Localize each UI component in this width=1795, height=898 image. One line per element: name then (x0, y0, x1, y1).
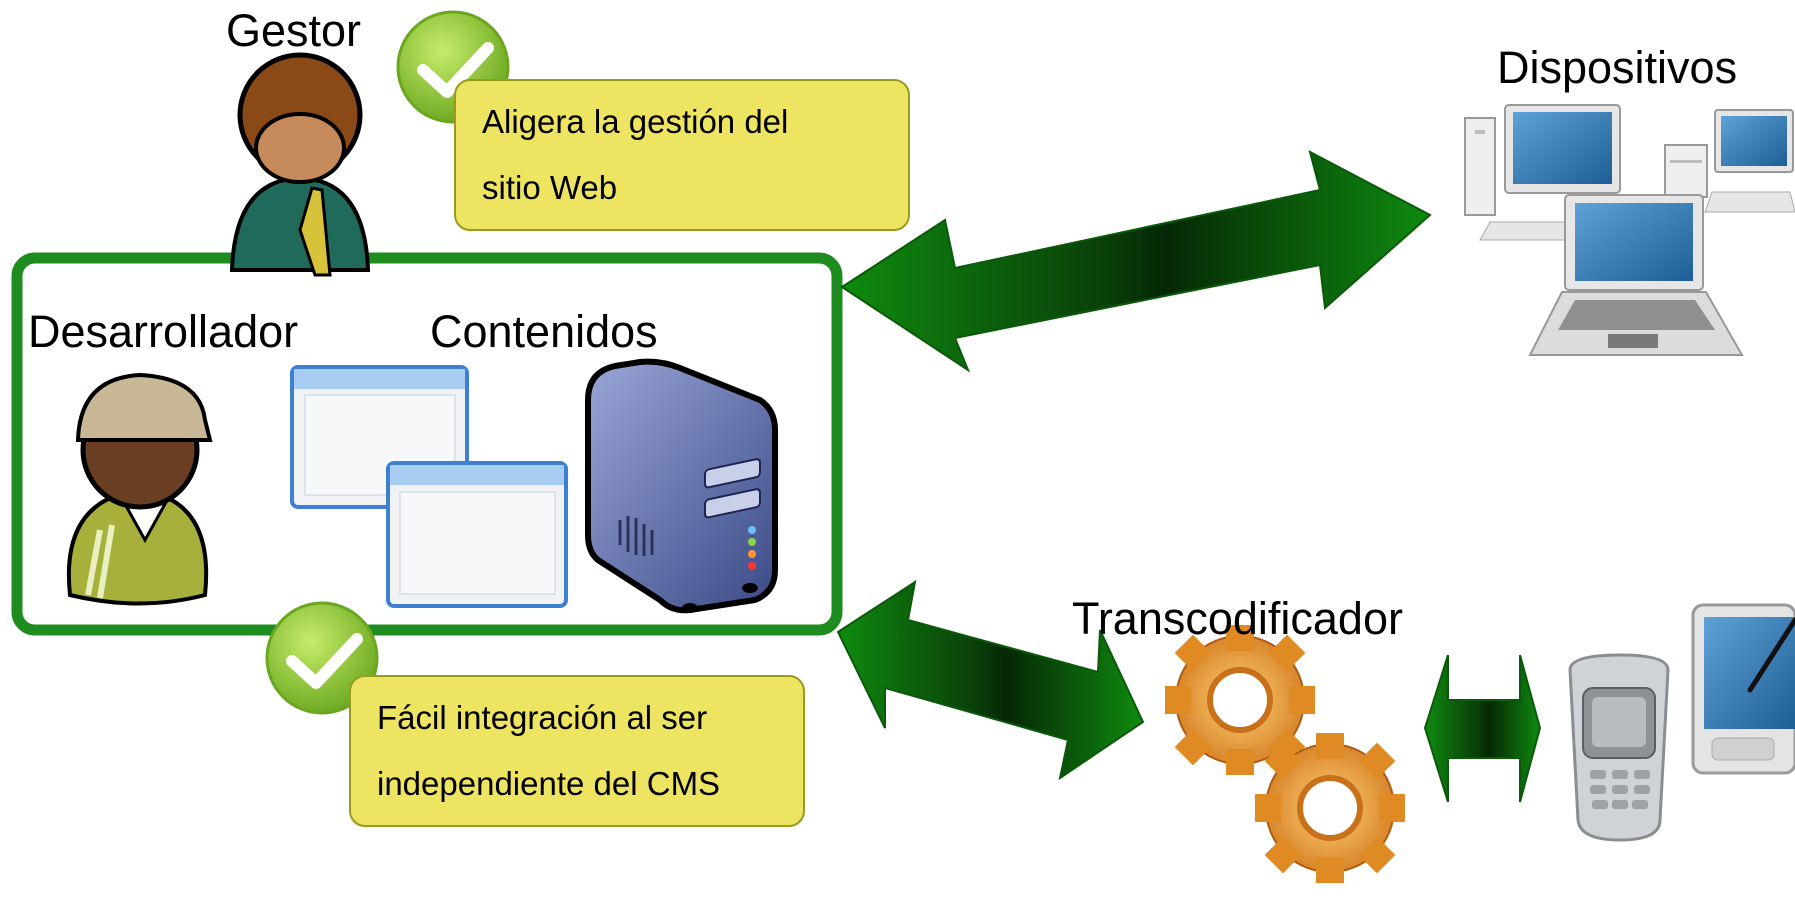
desktop-computer-icon (1664, 109, 1795, 213)
cms-frame (11, 252, 843, 636)
developer-avatar-icon (66, 372, 213, 606)
gear-icon (1255, 733, 1405, 883)
manager-avatar-icon (229, 52, 371, 277)
pda-icon (1691, 603, 1795, 775)
window-icon (386, 461, 568, 608)
label-dispositivos: Dispositivos (1497, 42, 1738, 93)
label-contenidos: Contenidos (430, 306, 658, 357)
note-gestion-line-2: sitio Web (482, 169, 618, 206)
label-transcodificador: Transcodificador (1072, 593, 1403, 644)
label-gestor: Gestor (226, 5, 362, 56)
note-integracion-line-1: Fácil integración al ser (377, 699, 708, 736)
note-gestion-line-1: Aligera la gestión del (482, 103, 789, 140)
note-integracion-line-2: independiente del CMS (377, 765, 721, 802)
note-integracion: Fácil integración al ser independiente d… (349, 675, 805, 827)
mobile-phone-icon (1568, 653, 1670, 842)
double-arrow-mobile (1423, 654, 1542, 803)
double-arrow-devices (840, 150, 1432, 373)
label-desarrollador: Desarrollador (28, 306, 299, 357)
server-icon (585, 358, 778, 614)
note-gestion: Aligera la gestión del sitio Web (454, 79, 910, 231)
laptop-icon (1528, 194, 1744, 356)
double-arrow-transcoder (836, 579, 1145, 781)
